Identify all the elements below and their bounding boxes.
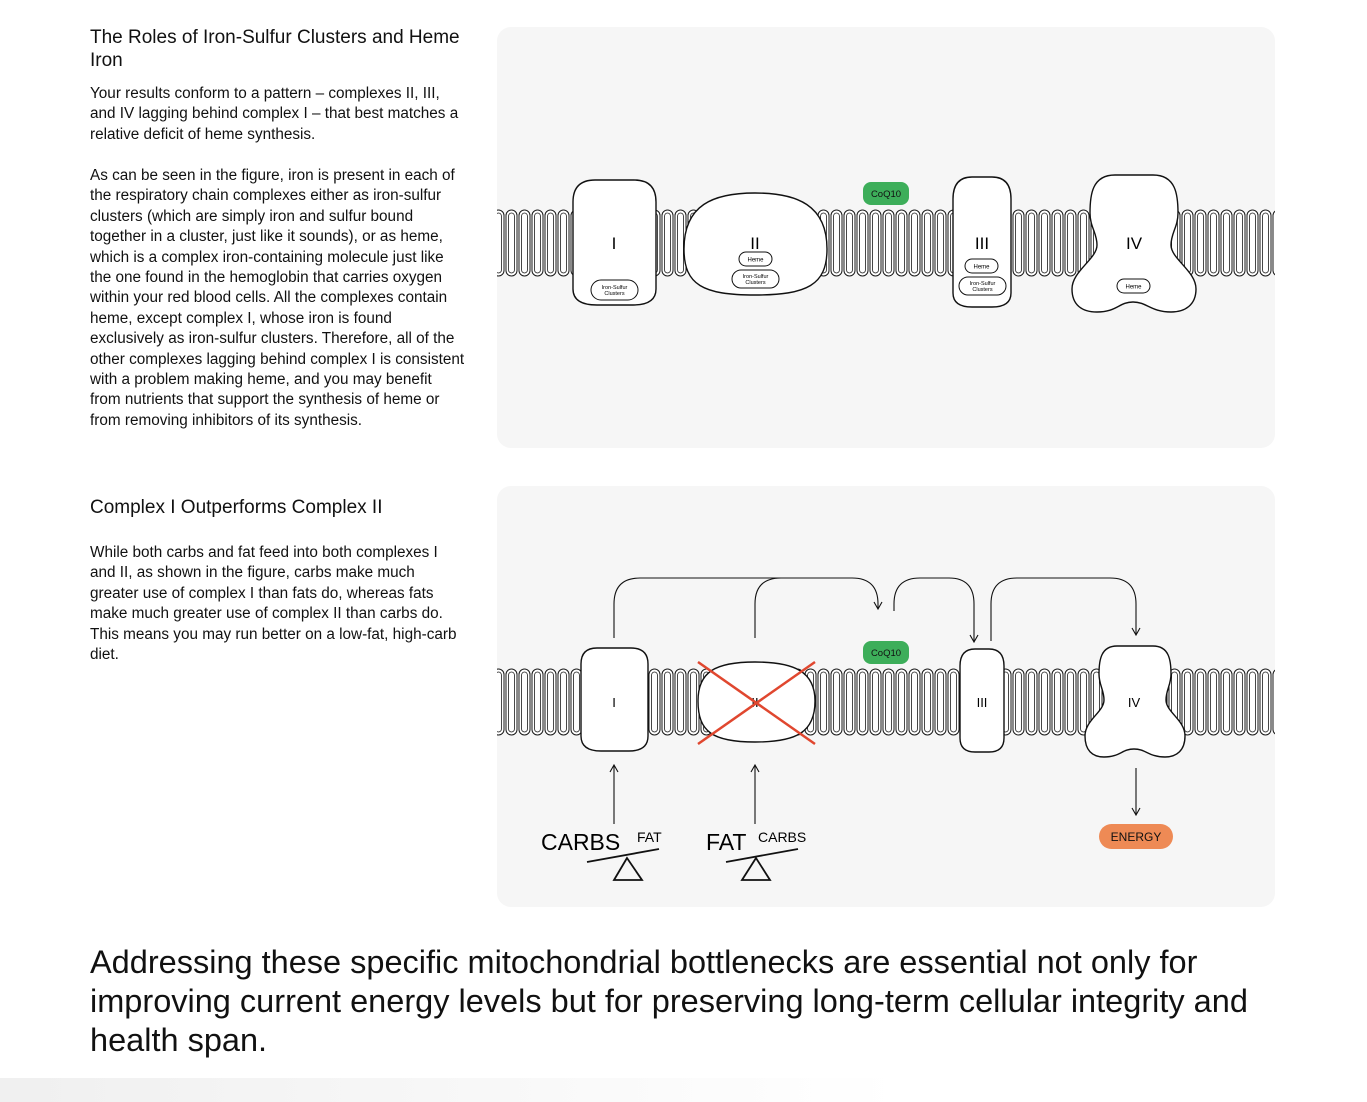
energy-badge: ENERGY: [1099, 824, 1173, 849]
heme-badge: [738, 251, 773, 267]
complex-i: I Iron-Sulfur Clusters: [572, 179, 657, 306]
complex-iv-label: IV: [1126, 234, 1143, 253]
heme-text: Heme: [1125, 285, 1142, 291]
complex-ii: II: [697, 660, 816, 746]
iron-sulfur-badge: [958, 276, 1007, 296]
iron-sulfur-text-1: Iron-Sulfur: [602, 285, 628, 291]
iron-sulfur-text-2: Clusters: [972, 287, 992, 293]
heme-text: Heme: [747, 258, 764, 264]
heme-text: Heme: [973, 265, 990, 271]
carbs-small-label: CARBS: [758, 829, 806, 845]
inhibited-cross-mark: [697, 660, 816, 746]
fat-small-label: FAT: [637, 829, 662, 845]
complex-comparison-diagram: I II CoQ10 III IV CARBS FAT: [497, 577, 1275, 881]
complex-iv-label: IV: [1128, 695, 1141, 710]
complex-iii: III: [959, 648, 1005, 753]
fat-large-label: FAT: [706, 829, 746, 855]
complex-i-label: I: [612, 695, 616, 710]
complex-i-label: I: [612, 234, 617, 253]
coq10-badge: CoQ10: [863, 182, 909, 205]
section1-title: The Roles of Iron-Sulfur Clusters and He…: [90, 27, 460, 71]
complex-iii-label: III: [977, 695, 988, 710]
heme-badge: [1116, 278, 1151, 294]
complex-i: I: [580, 647, 649, 752]
energy-label: ENERGY: [1111, 830, 1162, 844]
carbs-fat-scale: CARBS FAT: [541, 829, 662, 881]
coq10-label: CoQ10: [871, 189, 901, 200]
section2-title: Complex I Outperforms Complex II: [90, 497, 383, 518]
complex-ii-label: II: [750, 234, 759, 253]
coq10-label: CoQ10: [871, 648, 901, 659]
iron-sulfur-text-1: Iron-Sulfur: [970, 281, 996, 287]
complex-iv: IV Heme: [1071, 174, 1197, 313]
electron-flow-arrows: [609, 577, 1141, 824]
iron-sulfur-text-1: Iron-Sulfur: [743, 274, 769, 280]
bottom-fade: [0, 1078, 900, 1102]
iron-sulfur-text-2: Clusters: [604, 291, 624, 297]
section1-paragraph-2: As can be seen in the figure, iron is pr…: [90, 167, 465, 429]
complex-iii: III Heme Iron-Sulfur Clusters: [952, 176, 1012, 308]
coq10-badge: CoQ10: [863, 641, 909, 664]
section2-paragraph-1: While both carbs and fat feed into both …: [90, 544, 457, 664]
fat-carbs-scale: FAT CARBS: [706, 829, 806, 881]
heme-iron-diagram-panel: I Iron-Sulfur Clusters II Heme Iron-Sulf…: [497, 27, 1275, 448]
heme-iron-diagram: I Iron-Sulfur Clusters II Heme Iron-Sulf…: [497, 174, 1275, 313]
complex-iv: IV: [1084, 645, 1186, 758]
iron-sulfur-text-2: Clusters: [745, 280, 765, 286]
heme-badge: [964, 258, 999, 274]
carbs-large-label: CARBS: [541, 829, 620, 855]
complex-iii-label: III: [975, 234, 989, 253]
iron-sulfur-badge: [731, 269, 780, 289]
complex-comparison-diagram-panel: I II CoQ10 III IV CARBS FAT: [497, 486, 1275, 907]
section1-paragraph-1: Your results conform to a pattern – comp…: [90, 85, 459, 143]
closing-statement: Addressing these specific mitochondrial …: [90, 944, 1248, 1058]
complex-ii: II Heme Iron-Sulfur Clusters: [683, 192, 828, 296]
iron-sulfur-badge: [590, 279, 639, 301]
